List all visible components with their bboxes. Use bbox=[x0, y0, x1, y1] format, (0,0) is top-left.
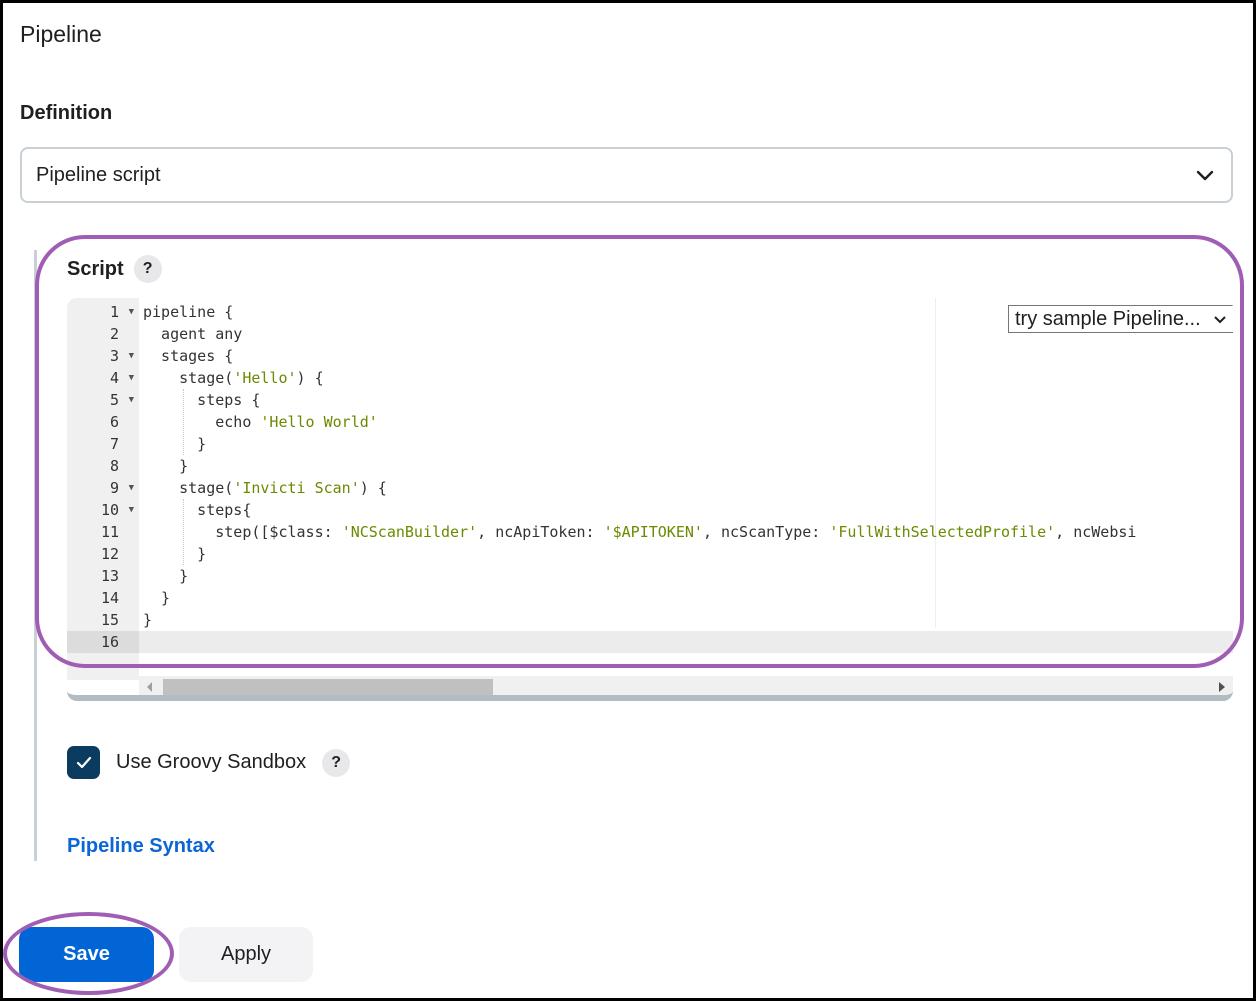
pipeline-config-panel: Pipeline Definition Pipeline script Scri… bbox=[3, 3, 1253, 998]
code-text: stage('Hello') { bbox=[143, 369, 324, 387]
line-number: 9▼ bbox=[109, 479, 134, 497]
editor-gutter bbox=[67, 298, 139, 680]
fold-toggle-icon[interactable]: ▼ bbox=[128, 373, 134, 383]
line-number: 5▼ bbox=[109, 391, 134, 409]
code-text: } bbox=[143, 589, 171, 607]
scrollbar-thumb[interactable] bbox=[163, 679, 493, 695]
code-line[interactable]: 8 } bbox=[67, 455, 1233, 477]
line-number: 1▼ bbox=[109, 303, 134, 321]
line-number: 13 bbox=[100, 567, 119, 585]
line-number: 14 bbox=[100, 589, 119, 607]
code-text: agent any bbox=[143, 325, 243, 343]
sandbox-help-button[interactable]: ? bbox=[322, 748, 351, 777]
section-title: Pipeline bbox=[20, 21, 102, 47]
line-number: 6 bbox=[109, 413, 119, 431]
code-text: } bbox=[143, 545, 207, 563]
code-line[interactable]: 7 } bbox=[67, 433, 1233, 455]
code-line[interactable]: 16 bbox=[67, 631, 1233, 653]
groovy-sandbox-checkbox[interactable] bbox=[67, 746, 100, 779]
save-button[interactable]: Save bbox=[19, 927, 154, 982]
code-line[interactable]: 14 } bbox=[67, 587, 1233, 609]
script-label-row: Script ? bbox=[67, 255, 162, 283]
code-text: stages { bbox=[143, 347, 234, 365]
code-text: } bbox=[143, 435, 207, 453]
code-line[interactable]: 6 echo 'Hello World' bbox=[67, 411, 1233, 433]
line-number: 16 bbox=[67, 631, 139, 653]
line-number: 11 bbox=[100, 523, 119, 541]
horizontal-scrollbar[interactable] bbox=[139, 676, 1233, 695]
line-number: 7 bbox=[109, 435, 119, 453]
code-text: } bbox=[143, 457, 189, 475]
line-number: 10▼ bbox=[100, 501, 134, 519]
code-text: } bbox=[143, 567, 189, 585]
sample-pipeline-select[interactable]: try sample Pipeline... bbox=[1008, 305, 1233, 333]
code-text: steps{ bbox=[143, 501, 252, 519]
definition-select[interactable]: Pipeline script bbox=[20, 147, 1233, 203]
code-line[interactable]: 5▼ steps { bbox=[67, 389, 1233, 411]
code-line[interactable]: 12 } bbox=[67, 543, 1233, 565]
code-line[interactable]: 4▼ stage('Hello') { bbox=[67, 367, 1233, 389]
nested-section-bar bbox=[34, 250, 37, 861]
code-text: } bbox=[143, 611, 153, 629]
fold-toggle-icon[interactable]: ▼ bbox=[128, 505, 134, 515]
fold-toggle-icon[interactable]: ▼ bbox=[128, 395, 134, 405]
line-number: 12 bbox=[100, 545, 119, 563]
definition-label: Definition bbox=[20, 102, 113, 124]
code-line[interactable]: 2 agent any bbox=[67, 323, 1233, 345]
code-line[interactable]: 9▼ stage('Invicti Scan') { bbox=[67, 477, 1233, 499]
scroll-left-icon[interactable] bbox=[147, 682, 152, 692]
indent-guide bbox=[183, 389, 184, 455]
code-line[interactable]: 11 step([$class: 'NCScanBuilder', ncApiT… bbox=[67, 521, 1233, 543]
code-line[interactable]: 13 } bbox=[67, 565, 1233, 587]
fold-toggle-icon[interactable]: ▼ bbox=[128, 351, 134, 361]
groovy-sandbox-label: Use Groovy Sandbox bbox=[116, 751, 307, 773]
sample-pipeline-value: try sample Pipeline... bbox=[1015, 307, 1201, 330]
code-text: step([$class: 'NCScanBuilder', ncApiToke… bbox=[143, 523, 1137, 541]
code-line[interactable]: 15} bbox=[67, 609, 1233, 631]
code-line[interactable]: 10▼ steps{ bbox=[67, 499, 1233, 521]
code-line[interactable]: 3▼ stages { bbox=[67, 345, 1233, 367]
checkmark-icon bbox=[76, 756, 91, 768]
code-text: steps { bbox=[143, 391, 261, 409]
code-text: pipeline { bbox=[143, 303, 234, 321]
script-help-button[interactable]: ? bbox=[133, 255, 162, 283]
code-line[interactable]: 1▼ pipeline { bbox=[67, 301, 1233, 323]
line-number: 3▼ bbox=[109, 347, 134, 365]
print-margin bbox=[935, 298, 936, 628]
code-text: echo 'Hello World' bbox=[143, 413, 378, 431]
pipeline-syntax-link[interactable]: Pipeline Syntax bbox=[67, 835, 215, 857]
apply-button[interactable]: Apply bbox=[179, 927, 313, 982]
line-number: 15 bbox=[100, 611, 119, 629]
line-number: 2 bbox=[109, 325, 119, 343]
chevron-down-icon bbox=[1196, 170, 1214, 181]
fold-toggle-icon[interactable]: ▼ bbox=[128, 483, 134, 493]
script-label: Script bbox=[67, 257, 124, 280]
fold-toggle-icon[interactable]: ▼ bbox=[128, 307, 134, 317]
definition-selected-value: Pipeline script bbox=[36, 163, 161, 186]
chevron-down-icon bbox=[1214, 316, 1226, 324]
line-number: 8 bbox=[109, 457, 119, 475]
line-number: 4▼ bbox=[109, 369, 134, 387]
indent-guide bbox=[183, 499, 184, 565]
code-text: stage('Invicti Scan') { bbox=[143, 479, 387, 497]
groovy-sandbox-row: Use Groovy Sandbox ? bbox=[67, 746, 351, 779]
scroll-right-icon[interactable] bbox=[1219, 682, 1225, 692]
